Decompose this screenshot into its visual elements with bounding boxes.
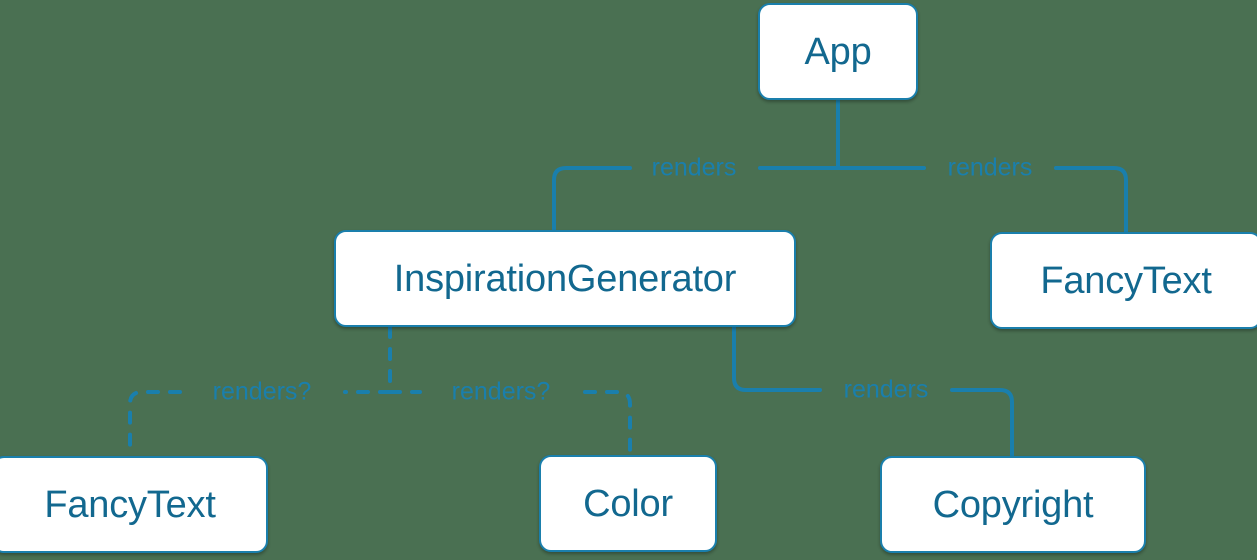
node-app[interactable]: App bbox=[758, 3, 918, 100]
node-color[interactable]: Color bbox=[539, 455, 717, 552]
edge-label-inspirationgenerator-to-color: renders? bbox=[451, 377, 551, 406]
node-label-app: App bbox=[804, 30, 872, 73]
edge-label-inspirationgenerator-to-copyright: renders bbox=[843, 375, 929, 404]
edge-inspirationgenerator-to-color bbox=[388, 390, 632, 457]
node-inspiration-generator[interactable]: InspirationGenerator bbox=[334, 230, 796, 327]
node-fancytext-bottom[interactable]: FancyText bbox=[0, 456, 268, 553]
node-label-copyright: Copyright bbox=[932, 483, 1094, 526]
edge-label-inspirationgenerator-to-fancytext-bottom: renders? bbox=[212, 377, 312, 406]
edge-app-to-inspirationgenerator bbox=[552, 166, 840, 232]
edge-inspirationgenerator-to-fancytext-bottom bbox=[128, 390, 392, 458]
edge-inspirationgenerator-to-copyright bbox=[732, 325, 1014, 458]
node-fancytext-top[interactable]: FancyText bbox=[990, 232, 1257, 329]
edge-label-app-to-inspirationgenerator: renders bbox=[651, 153, 737, 182]
node-label-inspiration-generator: InspirationGenerator bbox=[393, 257, 737, 300]
node-label-fancytext-top: FancyText bbox=[1040, 259, 1212, 302]
edge-label-app-to-fancytext-top: renders bbox=[947, 153, 1033, 182]
edge-app-to-fancytext-top bbox=[836, 166, 1128, 234]
node-copyright[interactable]: Copyright bbox=[880, 456, 1146, 553]
node-label-color: Color bbox=[583, 482, 673, 525]
node-label-fancytext-bottom: FancyText bbox=[44, 483, 216, 526]
